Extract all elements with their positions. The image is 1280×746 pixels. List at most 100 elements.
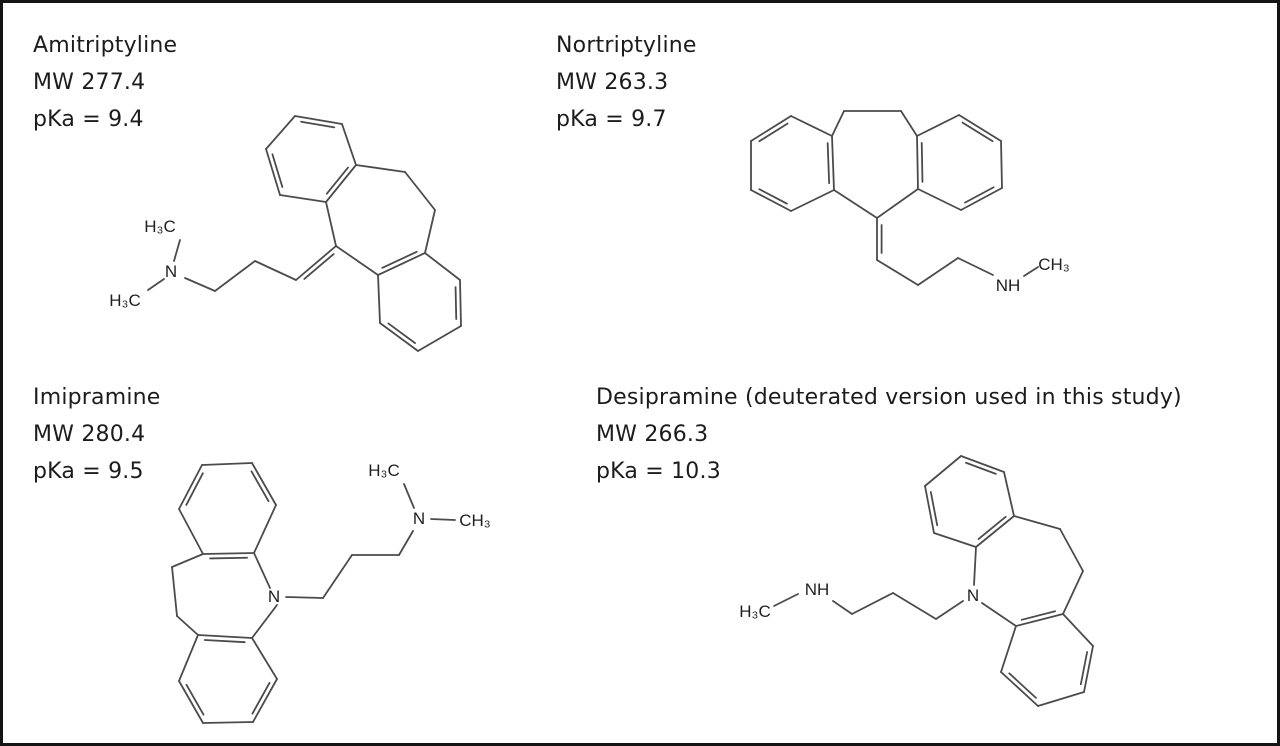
bond [960,187,1003,211]
bond [254,260,297,281]
bond [184,277,216,292]
bond [279,194,327,203]
bond [1000,671,1039,707]
bond [325,166,349,195]
bond [917,257,959,286]
bond [201,462,253,466]
bond [214,260,256,292]
desipramine-pka: pKa = 10.3 [596,459,721,484]
bond [1079,651,1089,686]
bond [935,600,964,620]
bond [900,110,918,137]
bond [171,553,204,568]
bond [381,250,418,269]
bond [851,592,894,615]
bond [265,148,281,196]
bond [750,115,792,142]
bond [185,472,204,506]
bond [253,504,277,554]
bond [171,566,178,617]
bond [300,120,336,129]
amitriptyline-name: Amitriptyline [33,33,178,58]
bond [303,253,335,280]
bond [398,530,414,556]
bond [424,209,436,254]
bond [975,515,1015,548]
bond [977,515,1007,540]
amitriptyline-header: Amitriptyline MW 277.4 pKa = 9.4 [33,27,177,138]
bond [981,602,1017,627]
bond [379,322,419,352]
bond [251,604,278,639]
bond [178,634,199,682]
desipramine-header: Desipramine (deuterated version used in … [596,379,1182,490]
bond [1023,266,1039,277]
bond [758,188,788,205]
bond [251,681,271,715]
bond [295,245,337,281]
bond [325,201,337,247]
bond [147,278,165,291]
atom-label-nh: NH [805,580,830,599]
bond [876,188,919,219]
bond [924,455,962,487]
bond [325,164,357,203]
atom-label-amine-n: N [413,509,425,528]
bond [430,518,456,521]
imipramine-header: Imipramine MW 280.4 pKa = 9.5 [33,379,161,490]
atom-label-methyl-bottom: H₃C [109,291,140,310]
bond [178,680,204,724]
bond [403,483,415,509]
bond [1000,625,1017,673]
bond [773,593,799,607]
bond [957,257,994,276]
bond [265,115,296,150]
bond [271,153,284,188]
bond [758,122,789,143]
bond [831,135,835,191]
bond [920,142,924,183]
bond [197,634,253,639]
nortriptyline-mw: MW 263.3 [556,70,669,95]
bond [202,552,255,555]
amitriptyline-pka: pKa = 9.4 [33,107,144,132]
atom-label-methyl-top: H₃C [144,217,175,236]
bond [1020,610,1056,621]
bond [1083,645,1094,693]
desipramine-mw: MW 266.3 [596,422,709,447]
imipramine-pka: pKa = 9.5 [33,459,144,484]
bond [252,678,278,723]
bond [285,596,324,599]
bond [924,485,935,534]
bond [251,462,277,506]
bond [404,171,436,211]
desipramine-name: Desipramine (deuterated version used in … [596,385,1182,410]
bond [1062,613,1094,647]
nortriptyline-pka: pKa = 9.7 [556,107,667,132]
bond [961,121,994,143]
bond [178,508,204,555]
bond [1015,613,1064,627]
nortriptyline-header: Nortriptyline MW 263.3 pKa = 9.7 [556,27,697,138]
bond [1059,528,1084,572]
bond [833,189,878,219]
bond [960,455,1005,473]
bond [1062,570,1084,615]
bond [387,322,416,345]
bond [341,123,357,166]
bond [1037,691,1085,707]
bond [826,142,831,185]
bond [250,470,270,503]
imipramine-mw: MW 280.4 [33,422,146,447]
bond [933,532,977,548]
bond [750,189,792,212]
bond [251,637,278,680]
atom-label-methyl: H₃C [739,602,770,621]
bond [294,115,343,125]
amitriptyline-mw: MW 277.4 [33,70,146,95]
bond [790,189,835,212]
bond [355,164,406,173]
